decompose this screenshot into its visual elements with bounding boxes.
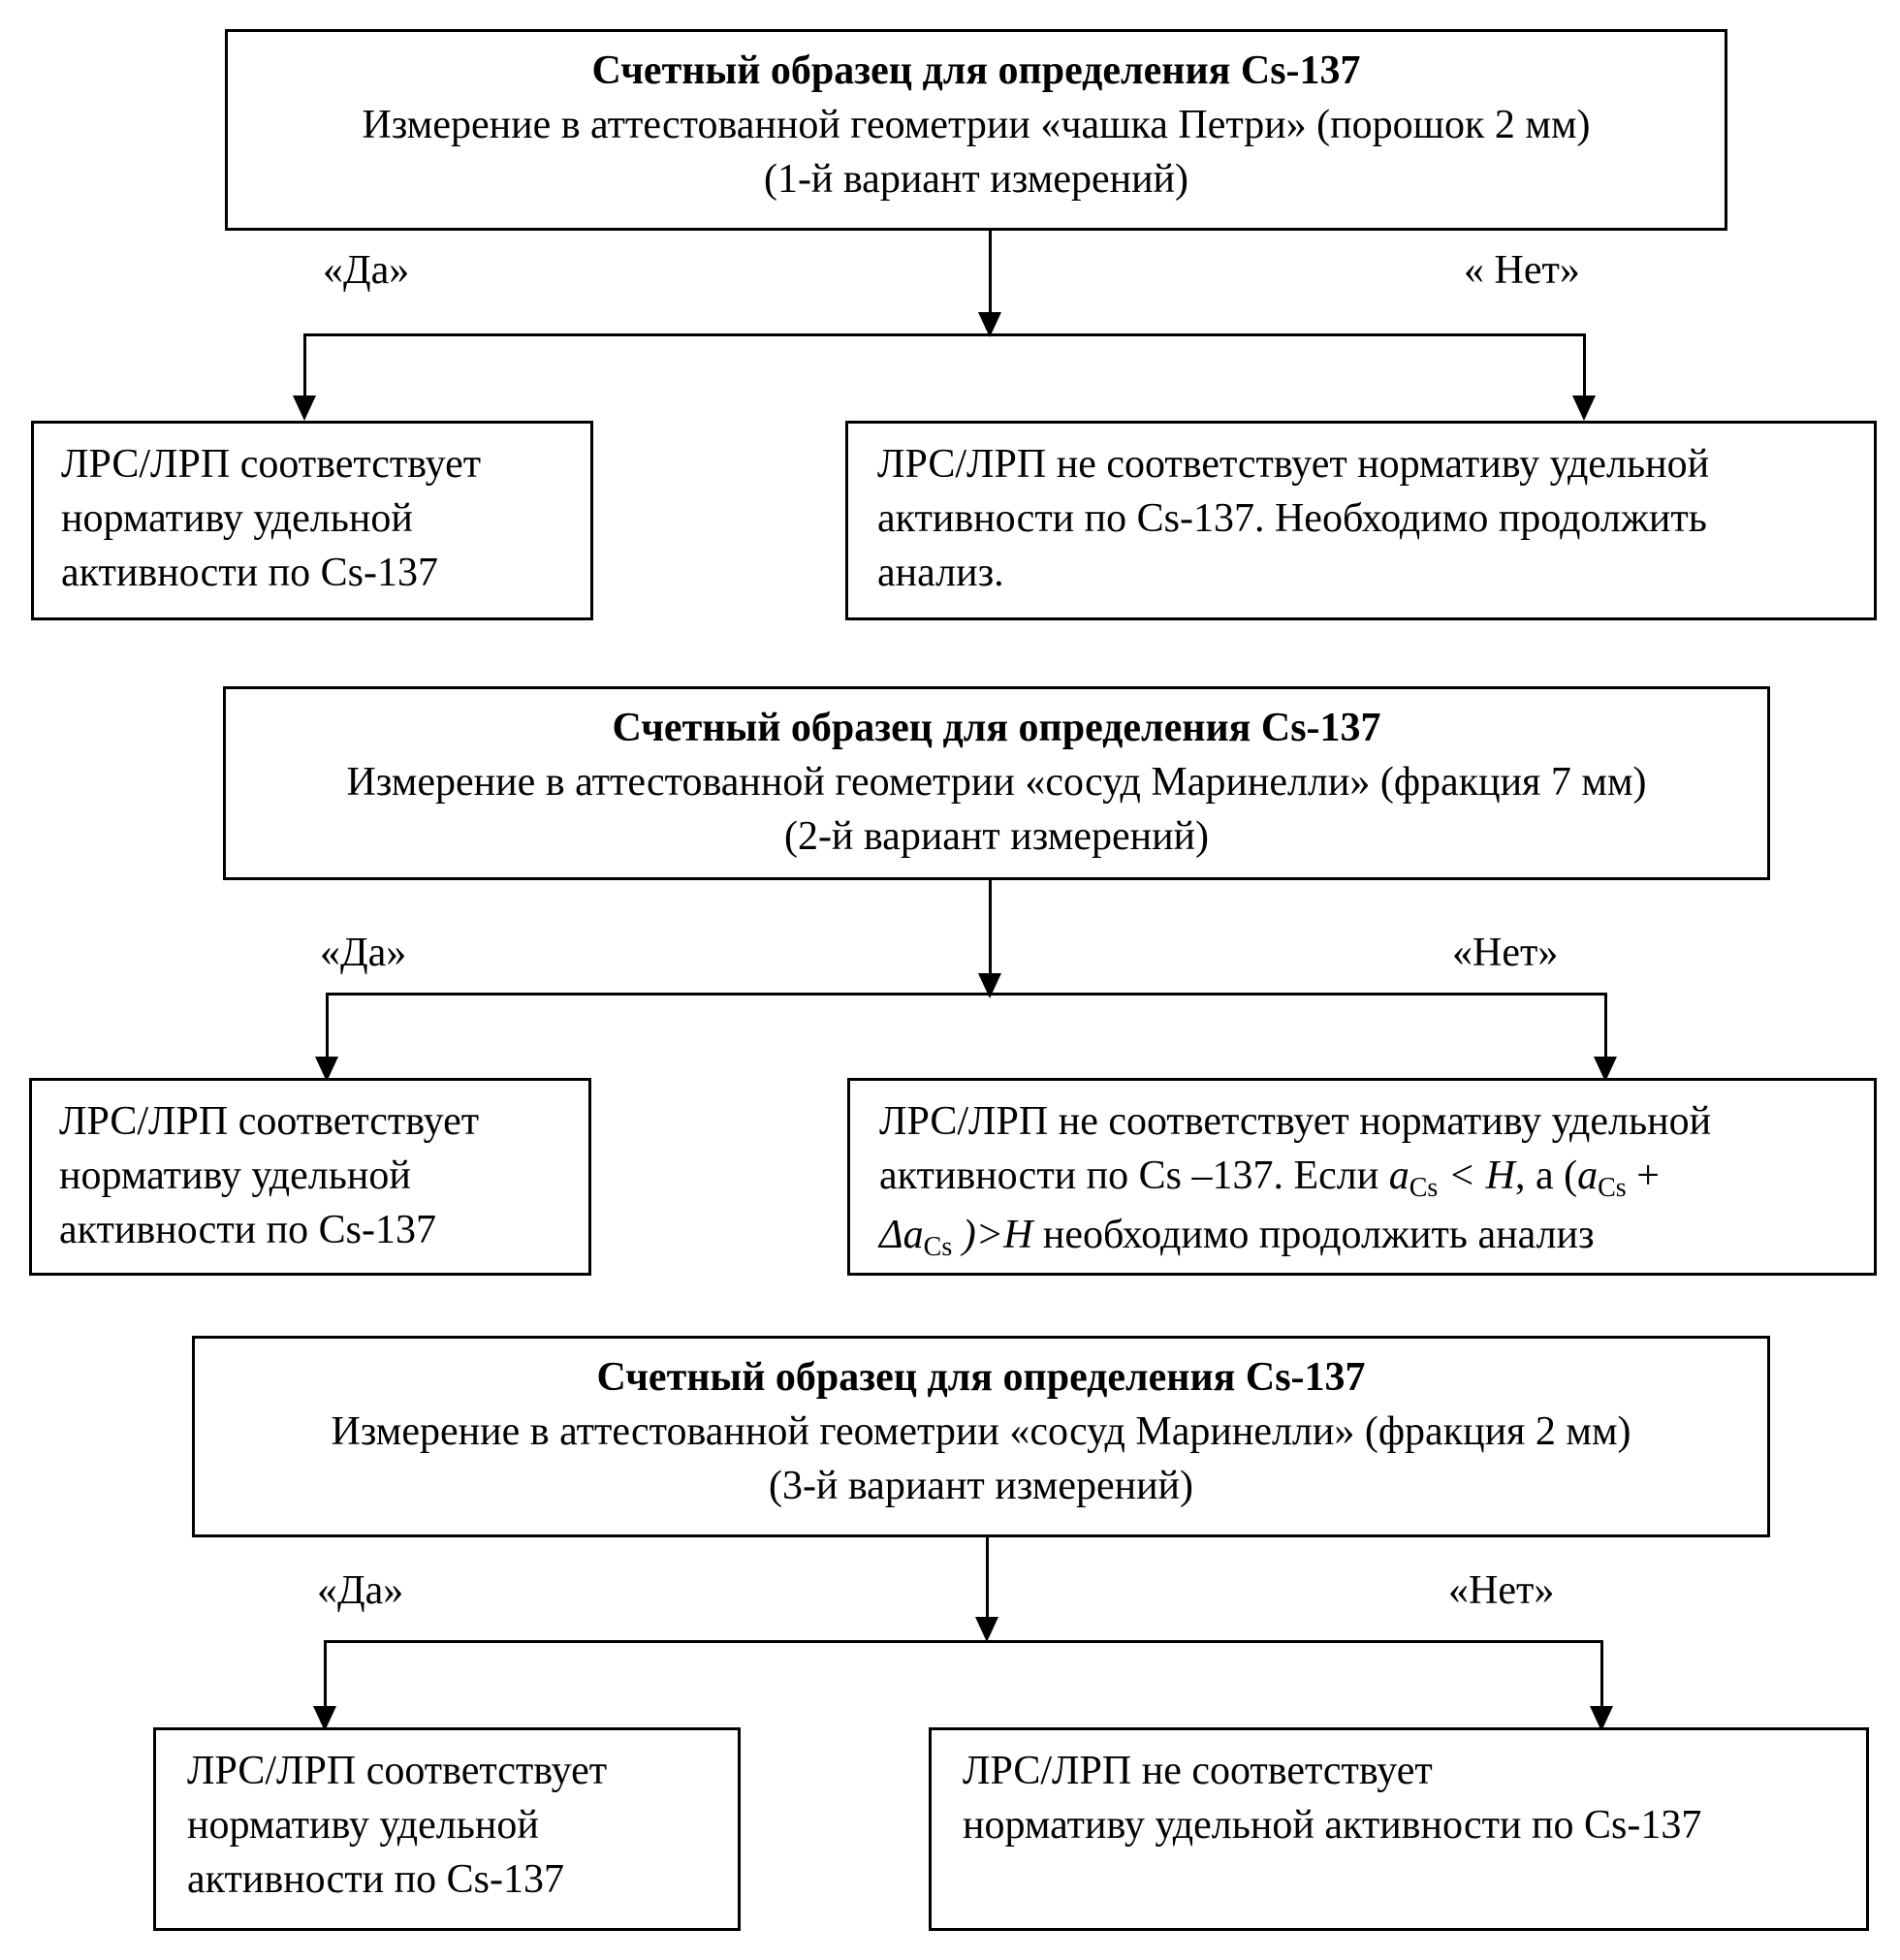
connector-2-left-drop: [326, 993, 329, 1074]
arrow-2-yes-head: [315, 1057, 338, 1082]
box-2-variant: (2-й вариант измерений): [783, 814, 1210, 859]
result-box-2-no: ЛРС/ЛРП не соответствует нормативу удель…: [847, 1078, 1877, 1276]
formula-mid: , а (: [1514, 1154, 1578, 1198]
result-2-yes-line-1: ЛРС/ЛРП соответствует: [59, 1099, 480, 1144]
no-label-2: «Нет»: [1452, 931, 1559, 975]
result-1-no-line-2: активности по Cs-137. Необходимо продолж…: [877, 496, 1707, 541]
box-3-variant: (3-й вариант измерений): [768, 1464, 1194, 1508]
result-3-yes-line-2: нормативу удельной: [187, 1803, 539, 1848]
formula-plus: +: [1626, 1154, 1660, 1198]
result-box-2-yes: ЛРС/ЛРП соответствует нормативу удельной…: [29, 1078, 591, 1276]
result-2-no-line-2-text: активности по Cs –137. Если: [879, 1154, 1389, 1198]
result-2-no-line-3: ΔaCs )>H необходимо продолжить анализ: [879, 1208, 1847, 1267]
result-3-no-line-2: нормативу удельной активности по Cs-137: [963, 1803, 1702, 1848]
yes-label-2: «Да»: [320, 931, 407, 975]
connector-2-right-drop: [1604, 993, 1607, 1074]
connector-2-stem: [989, 880, 992, 989]
box-1-title: Счетный образец для определения Cs-137: [591, 48, 1361, 93]
connector-3-stem: [986, 1537, 989, 1630]
result-box-1-no: ЛРС/ЛРП не соответствует нормативу удель…: [845, 421, 1877, 620]
arrow-3-center-head: [975, 1617, 998, 1642]
result-box-3-yes: ЛРС/ЛРП соответствует нормативу удельной…: [153, 1727, 741, 1931]
measurement-box-1: Счетный образец для определения Cs-137 И…: [225, 29, 1727, 231]
arrow-3-yes-head: [313, 1706, 336, 1731]
result-3-yes-line-3: активности по Cs-137: [187, 1857, 564, 1902]
result-1-yes-line-1: ЛРС/ЛРП соответствует: [61, 442, 482, 487]
yes-label-1: «Да»: [323, 248, 410, 293]
connector-2-horizontal: [326, 993, 1607, 996]
result-1-yes-line-3: активности по Cs-137: [61, 551, 438, 595]
less-than-h: < H: [1438, 1154, 1515, 1198]
box-3-title: Счетный образец для определения Cs-137: [596, 1355, 1366, 1400]
arrow-2-no-head: [1594, 1057, 1617, 1082]
box-1-measurement: Измерение в аттестованной геометрии «чаш…: [362, 103, 1591, 147]
connector-1-left-drop: [303, 333, 306, 397]
arrow-1-no-head: [1572, 395, 1596, 421]
connector-1-stem: [989, 231, 992, 314]
a-cs-symbol-2: aCs: [1577, 1154, 1627, 1203]
no-label-3: «Нет»: [1448, 1568, 1555, 1613]
result-2-yes-line-3: активности по Cs-137: [59, 1208, 436, 1252]
box-1-variant: (1-й вариант измерений): [763, 157, 1189, 202]
result-box-3-no: ЛРС/ЛРП не соответствует нормативу удель…: [929, 1727, 1869, 1931]
result-2-no-line-1: ЛРС/ЛРП не соответствует нормативу удель…: [879, 1099, 1712, 1144]
box-3-measurement: Измерение в аттестованной геометрии «сос…: [331, 1409, 1631, 1454]
delta-a-cs-symbol: ΔaCs: [879, 1213, 953, 1262]
result-1-no-line-1: ЛРС/ЛРП не соответствует нормативу удель…: [877, 442, 1710, 487]
result-3-no-line-1: ЛРС/ЛРП не соответствует: [963, 1749, 1433, 1793]
box-2-title: Счетный образец для определения Cs-137: [612, 706, 1381, 750]
result-box-1-yes: ЛРС/ЛРП соответствует нормативу удельной…: [31, 421, 593, 620]
measurement-box-2: Счетный образец для определения Cs-137 И…: [223, 686, 1770, 880]
arrow-1-center-head: [978, 312, 1001, 337]
yes-label-3: «Да»: [317, 1568, 404, 1613]
connector-3-left-drop: [324, 1640, 327, 1723]
result-1-no-line-3: анализ.: [877, 551, 1004, 595]
result-1-yes-line-2: нормативу удельной: [61, 496, 413, 541]
result-2-yes-line-2: нормативу удельной: [59, 1154, 411, 1198]
result-2-no-line-2: активности по Cs –137. Если aCs < H, а (…: [879, 1149, 1847, 1208]
result-3-yes-line-1: ЛРС/ЛРП соответствует: [187, 1749, 608, 1793]
no-label-1: « Нет»: [1464, 248, 1580, 293]
measurement-box-3: Счетный образец для определения Cs-137 И…: [192, 1336, 1770, 1537]
arrow-3-no-head: [1590, 1706, 1613, 1731]
greater-than-h: )>H: [952, 1213, 1033, 1257]
box-2-measurement: Измерение в аттестованной геометрии «сос…: [346, 760, 1647, 805]
connector-1-horizontal: [303, 333, 1586, 336]
connector-3-right-drop: [1600, 1640, 1603, 1723]
arrow-1-yes-head: [293, 395, 316, 421]
connector-1-right-drop: [1583, 333, 1586, 397]
connector-3-horizontal: [324, 1640, 1603, 1643]
a-cs-symbol: aCs: [1388, 1154, 1439, 1203]
formula-end: необходимо продолжить анализ: [1032, 1213, 1595, 1257]
